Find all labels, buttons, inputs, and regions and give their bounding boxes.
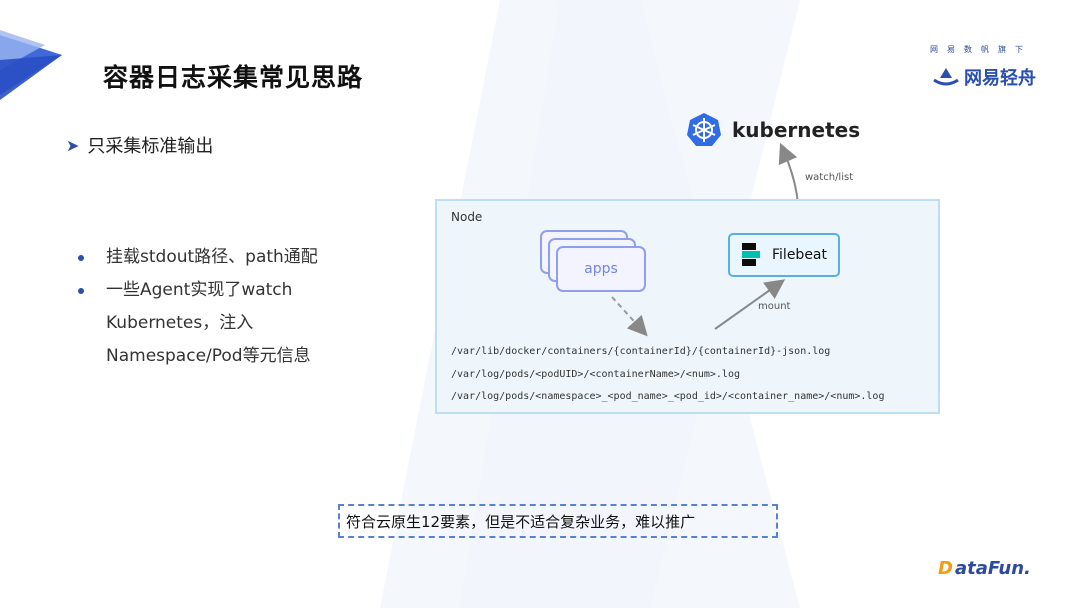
brand-logo: 网易轻舟	[932, 64, 1036, 90]
filebeat-box: Filebeat	[728, 233, 840, 277]
list-item: 挂载stdout路径、path通配	[78, 241, 338, 274]
list-item: 一些Agent实现了watch Kubernetes，注入Namespace/P…	[78, 274, 338, 373]
main-bullet: ➤ 只采集标准输出	[66, 132, 213, 158]
node-box: Node apps Filebeat mount /var/lib/docker…	[435, 199, 940, 414]
kubernetes-logo: kubernetes	[686, 112, 860, 148]
bullet-dot-icon	[78, 288, 84, 294]
node-arrows	[611, 279, 786, 337]
log-paths: /var/lib/docker/containers/{containerId}…	[451, 341, 884, 409]
log-path: /var/log/pods/<podUID>/<containerName>/<…	[451, 368, 740, 380]
callout-text: 符合云原生12要素，但是不适合复杂业务，难以推广	[346, 512, 696, 531]
watch-list-label: watch/list	[805, 172, 854, 183]
mount-arrow	[714, 279, 786, 330]
arrow-bullet-icon: ➤	[66, 135, 80, 155]
mount-label: mount	[758, 301, 791, 312]
list-item-text: 挂载stdout路径、path通配	[106, 247, 318, 267]
brand-tagline: 网易数帆旗下	[930, 45, 1032, 54]
kubernetes-icon	[687, 113, 721, 146]
list-item-text: 一些Agent实现了watch Kubernetes，注入Namespace/P…	[106, 280, 311, 366]
apps-box: apps	[556, 246, 646, 292]
datafun-logo-prefix: D	[938, 558, 953, 579]
kubernetes-label: kubernetes	[732, 118, 861, 142]
filebeat-label: Filebeat	[772, 247, 827, 263]
filebeat-icon	[742, 243, 760, 266]
bullet-dot-icon	[78, 255, 84, 261]
datafun-logo-text: ataFun.	[954, 558, 1031, 579]
apps-to-path-arrow	[611, 296, 648, 337]
brand-name: 网易轻舟	[964, 68, 1036, 89]
conclusion-callout: 符合云原生12要素，但是不适合复杂业务，难以推广	[338, 504, 778, 538]
slide-title: 容器日志采集常见思路	[103, 63, 364, 92]
apps-label: apps	[584, 261, 618, 277]
log-path: /var/lib/docker/containers/{containerId}…	[451, 346, 831, 357]
points-list: 挂载stdout路径、path通配 一些Agent实现了watch Kubern…	[78, 241, 338, 373]
log-path: /var/log/pods/<namespace>_<pod_name>_<po…	[451, 391, 885, 402]
main-bullet-text: 只采集标准输出	[87, 136, 214, 157]
node-label: Node	[451, 210, 483, 224]
boat-icon	[933, 68, 959, 86]
